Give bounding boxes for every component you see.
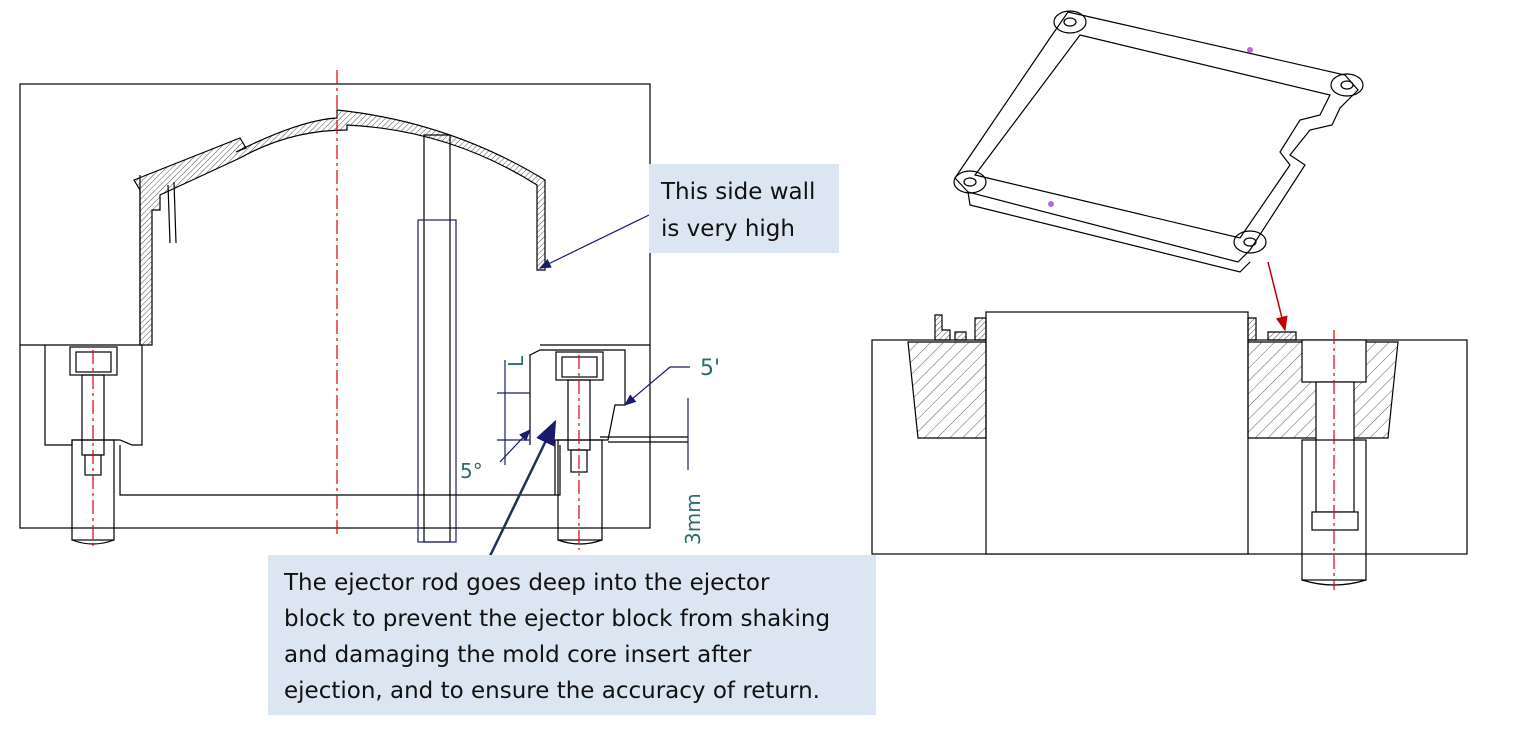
dim-length-label: L — [504, 355, 528, 367]
frame-boss-4 — [1233, 230, 1267, 254]
frame-hole-2 — [1340, 80, 1354, 90]
frame-hole-1 — [1063, 17, 1077, 27]
right-screw-tip — [1311, 511, 1359, 531]
parting-line-left — [20, 175, 141, 346]
ejector-block-right — [529, 349, 626, 495]
part-rib-2 — [173, 181, 177, 244]
ejector-rod-leader — [488, 419, 557, 557]
ejector-rod-callout-line-2: block to prevent the ejector block from … — [284, 606, 831, 632]
mold-frame — [19, 83, 651, 529]
side-wall-callout-line-2: is very high — [661, 216, 795, 242]
frame-marker-1 — [1247, 47, 1253, 53]
dim-angle-left-label: 5° — [460, 459, 483, 483]
insert-left — [907, 341, 987, 439]
ejector-rod-left — [71, 439, 115, 541]
frame-hole-3 — [963, 177, 977, 187]
center-pin-sleeve — [417, 219, 457, 543]
ejector-rod-callout: The ejector rod goes deep into the eject… — [268, 555, 876, 715]
frame-placement-arrow — [1267, 261, 1288, 332]
side-wall-callout: This side wall is very high — [649, 164, 839, 253]
frame-inner — [973, 34, 1331, 239]
left-section-view — [19, 83, 688, 545]
ejector-rod-callout-line-1: The ejector rod goes deep into the eject… — [284, 570, 770, 596]
frame-section-left — [934, 314, 951, 341]
ejector-rod-right — [557, 439, 603, 541]
frame-wall-left — [974, 317, 987, 341]
part-shell — [133, 109, 546, 346]
angle-arrow-left — [499, 429, 531, 463]
frame-boss-1 — [1053, 10, 1087, 34]
frame-thickness — [967, 191, 1251, 273]
frame-boss-3 — [953, 170, 987, 194]
right-screw-shank — [1315, 381, 1355, 513]
frame-outer — [954, 11, 1359, 263]
frame-hole-4 — [1243, 237, 1257, 247]
side-wall-callout-line-1: This side wall — [661, 179, 816, 205]
part-rib — [167, 184, 171, 244]
frame-boss-2 — [1330, 73, 1364, 97]
center-pin — [423, 134, 451, 543]
dimension-marks — [497, 360, 690, 470]
core-bottom — [119, 445, 561, 496]
frame-wall-right — [1247, 317, 1257, 341]
dim-angle-right-label: 5' — [700, 356, 720, 381]
dim-gap-label: 3mm — [681, 493, 705, 545]
frame-rib-right — [1267, 331, 1297, 341]
side-wall-leader — [538, 214, 650, 269]
right-section-view — [871, 311, 1468, 586]
angle-leader-right — [624, 366, 690, 406]
frame-marker-2 — [1048, 201, 1054, 207]
rod-end-right — [557, 539, 603, 545]
iso-frame — [953, 10, 1364, 273]
core-insert — [985, 311, 1249, 555]
centerlines-left — [92, 70, 580, 550]
frame-rib-left — [954, 331, 967, 341]
ejector-rod-callout-line-4: ejection, and to ensure the accuracy of … — [284, 678, 820, 704]
ejector-rod-callout-line-3: and damaging the mold core insert after — [284, 642, 752, 668]
